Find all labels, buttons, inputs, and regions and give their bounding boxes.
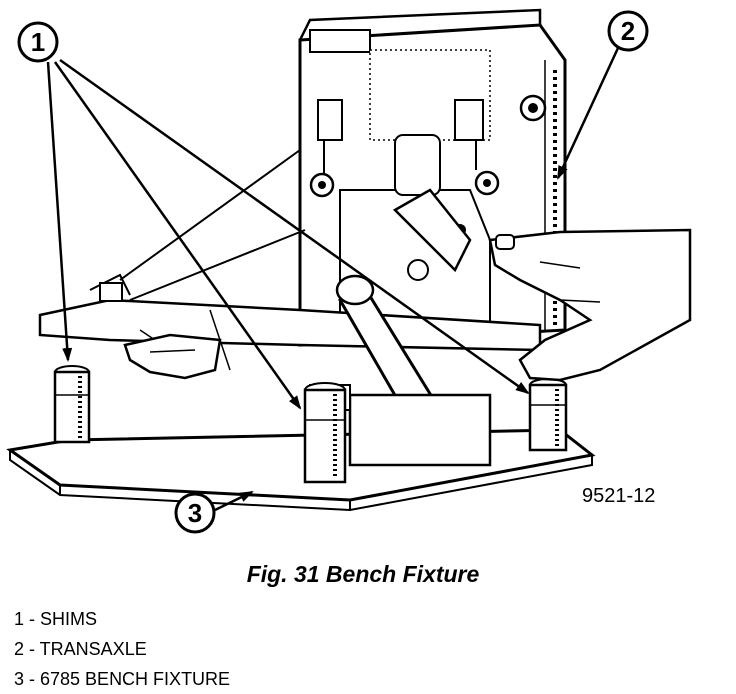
- shim-post-left: [53, 365, 91, 444]
- callout-2-leader: [556, 47, 620, 180]
- legend: 1 - SHIMS 2 - TRANSAXLE 3 - 6785 BENCH F…: [14, 604, 230, 694]
- svg-text:2: 2: [621, 16, 635, 46]
- transaxle-case: [298, 8, 567, 347]
- hand-left: [123, 333, 222, 380]
- legend-item-transaxle: 2 - TRANSAXLE: [14, 639, 147, 659]
- bench-fixture-illustration: 1 2 3 9521-12: [6, 8, 692, 534]
- callout-1: 1: [17, 21, 59, 63]
- figure-caption: Fig. 31 Bench Fixture: [246, 561, 480, 587]
- legend-item-shims: 1 - SHIMS: [14, 609, 98, 629]
- callout-3-leader: [214, 490, 254, 512]
- callout-3: 3: [174, 492, 216, 534]
- svg-text:3: 3: [188, 498, 202, 528]
- figure-id-label: 9521-12: [582, 485, 655, 507]
- shim-post-center: [303, 382, 347, 484]
- hand-right: [488, 228, 692, 382]
- callout-1-leaders: [46, 58, 530, 410]
- legend-item-bench-fixture: 3 - 6785 BENCH FIXTURE: [14, 669, 231, 689]
- bench-fixture-plate: [6, 428, 596, 512]
- svg-text:1: 1: [31, 27, 45, 57]
- callout-2: 2: [607, 10, 649, 52]
- shim-post-right: [528, 378, 568, 452]
- shim-posts: [53, 365, 568, 484]
